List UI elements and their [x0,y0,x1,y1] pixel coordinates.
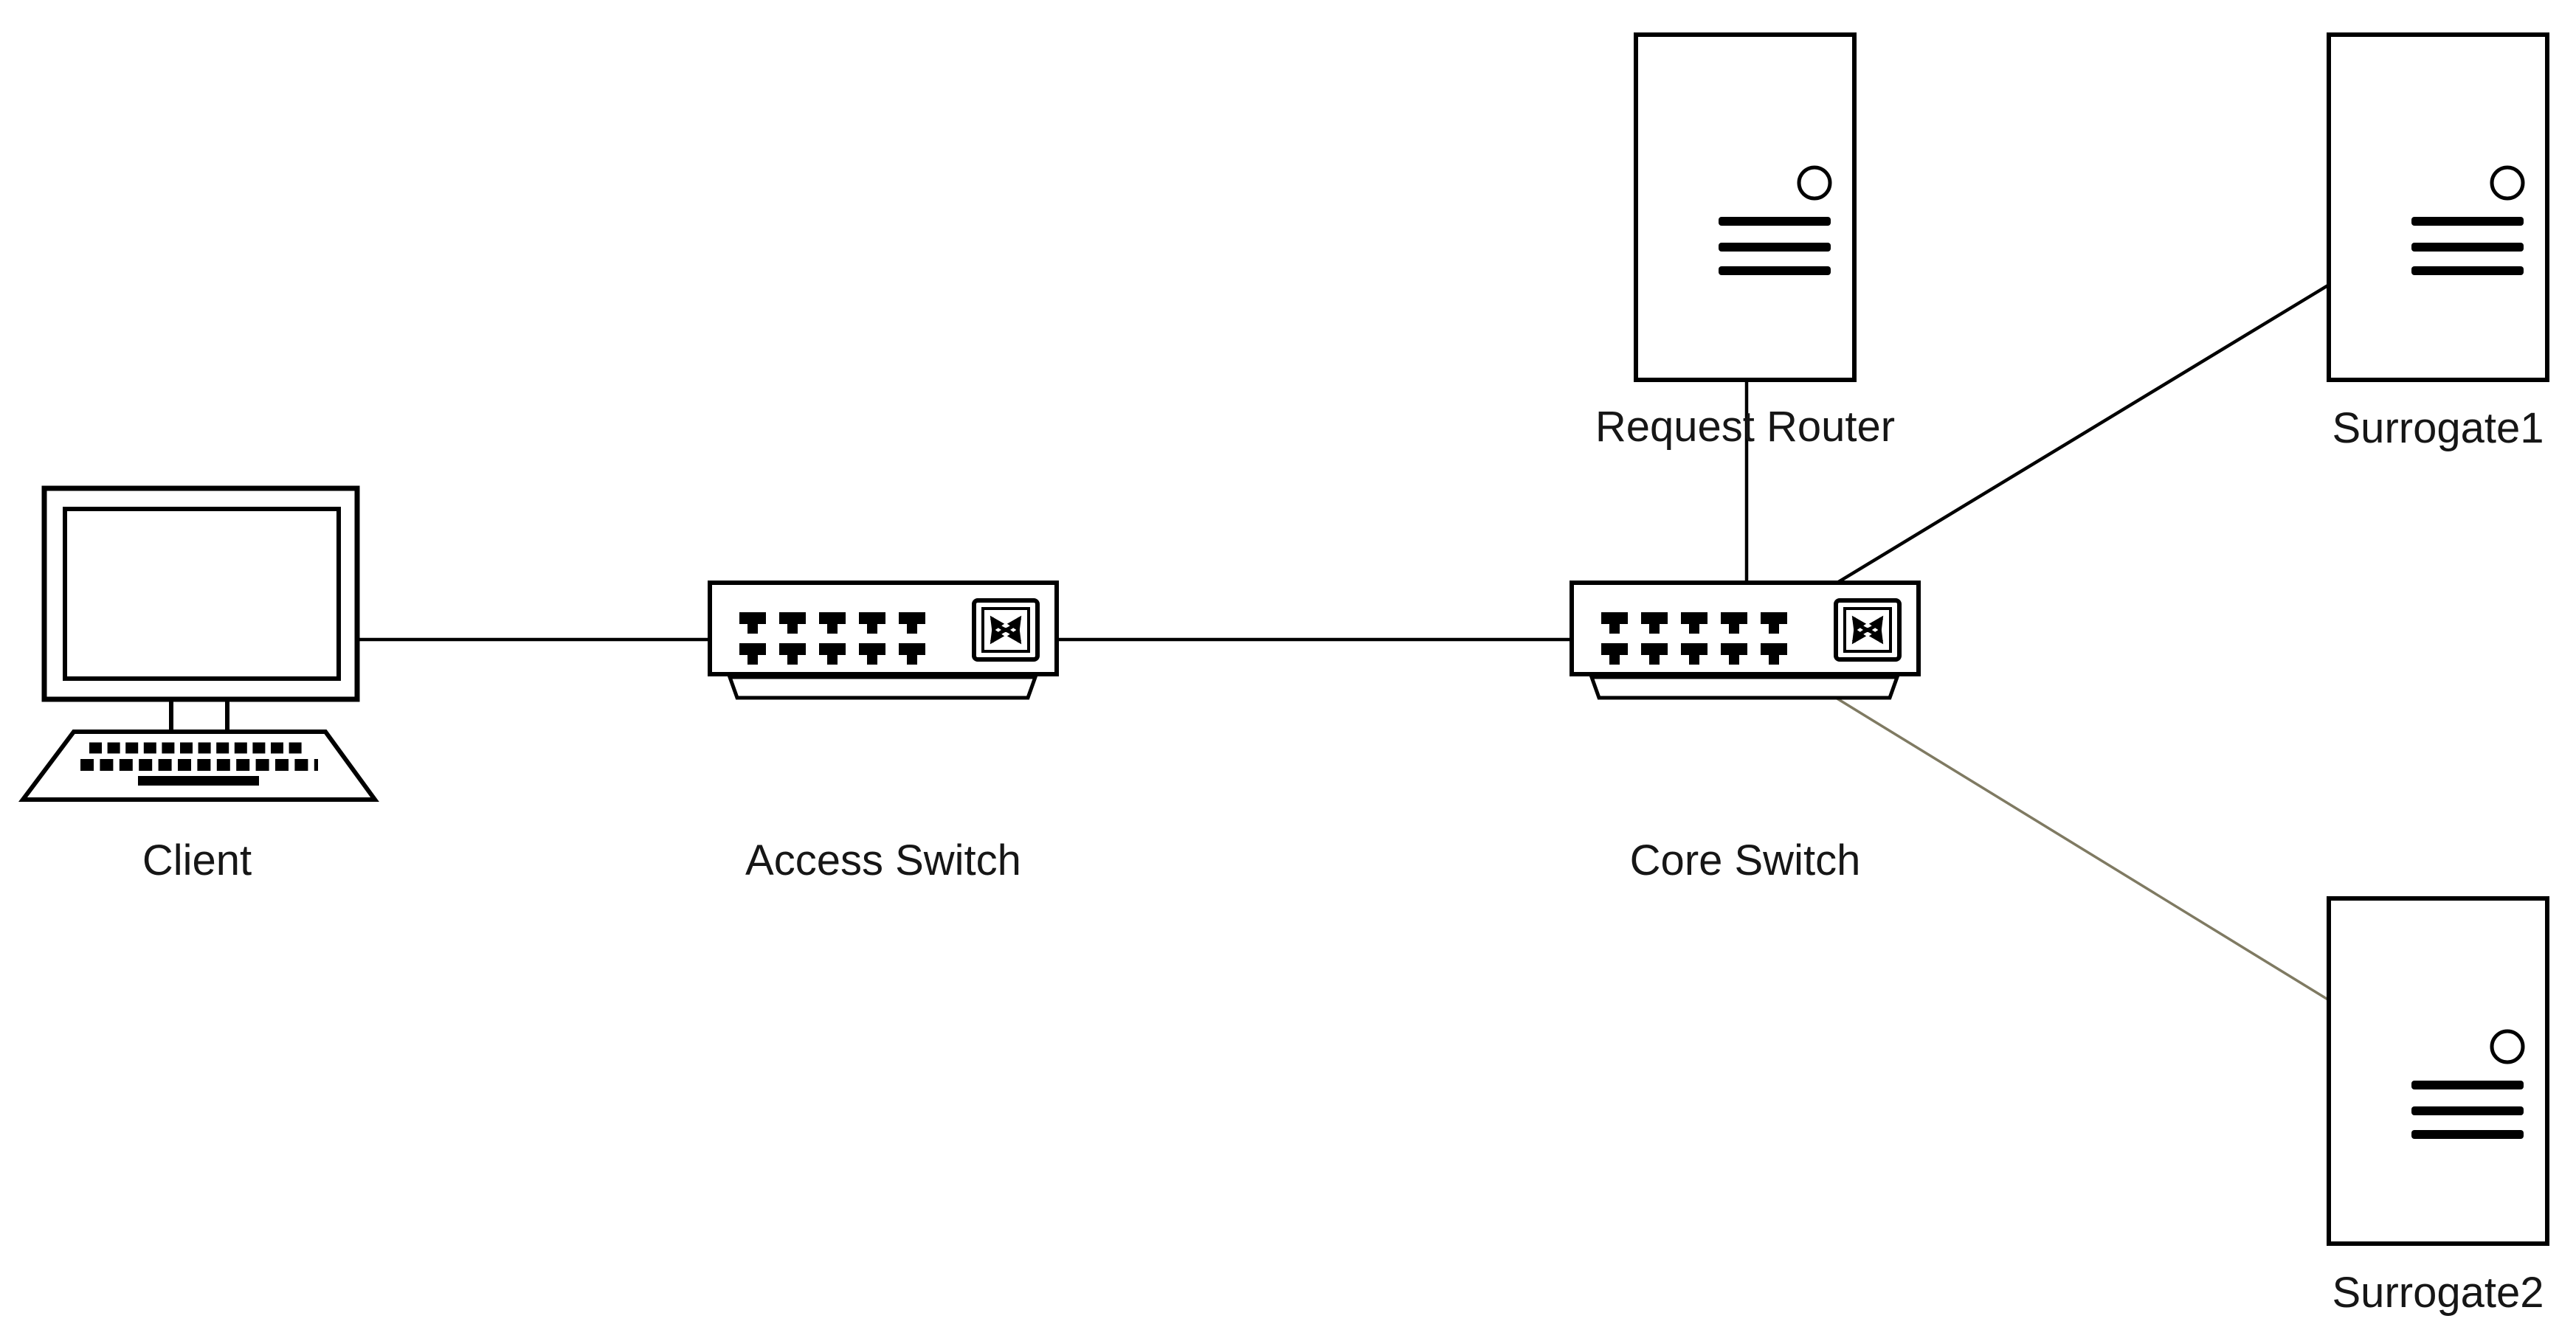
node-surrogate2: Surrogate2 [2329,898,2547,1317]
node-access-switch: Access Switch [710,583,1057,884]
server-icon [1636,35,1854,380]
node-label-request-router: Request Router [1595,403,1895,451]
server-icon [2329,898,2547,1244]
node-request-router: Request Router [1595,35,1895,451]
node-client: Client [23,488,375,884]
node-label-core-switch: Core Switch [1630,836,1861,884]
server-icon [2329,35,2547,380]
network-switch-icon [1572,583,1919,698]
desktop-computer-icon [23,488,375,800]
network-switch-icon [710,583,1057,698]
node-core-switch: Core Switch [1572,583,1919,884]
links-layer [357,283,2332,1002]
node-label-surrogate1: Surrogate1 [2332,404,2544,452]
link-core-switch-surrogate2 [1835,696,2331,1002]
node-label-client: Client [142,836,252,884]
node-label-access-switch: Access Switch [745,836,1021,884]
link-core-switch-surrogate1 [1834,283,2332,585]
node-surrogate1: Surrogate1 [2329,35,2547,452]
node-label-surrogate2: Surrogate2 [2332,1269,2544,1317]
